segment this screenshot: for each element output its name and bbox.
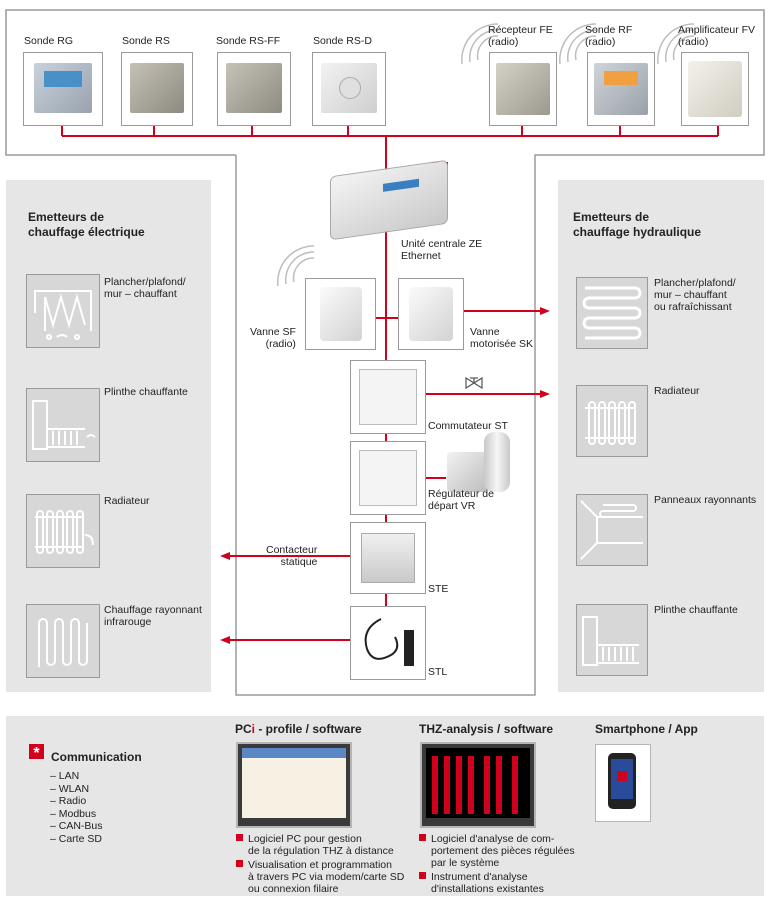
stl-image	[350, 606, 426, 680]
communication-item: – Modbus	[50, 807, 97, 820]
stl-label: STL	[428, 666, 448, 678]
sensor-label-rg: Sonde RG	[24, 35, 74, 47]
right-item-label-1: Plancher/plafond/ mur – chauffant ou raf…	[654, 277, 736, 313]
pci-bullets: Logiciel PC pour gestion de la régulatio…	[236, 833, 411, 897]
smartphone-title: Smartphone / App	[595, 722, 698, 736]
pci-title: PCi - profile / software	[235, 722, 362, 736]
vanne-sf-label: Vanne SF (radio)	[250, 326, 296, 350]
thz-bullet-2: Instrument d'analyse d'installations exi…	[419, 871, 589, 895]
thz-bullet-1: Logiciel d'analyse de com- portement des…	[419, 833, 589, 869]
left-item-label-3: Radiateur	[104, 495, 150, 507]
sensor-label-rsd: Sonde RS-D	[313, 35, 372, 47]
ste-image	[350, 522, 426, 594]
communication-item: – Carte SD	[50, 832, 102, 845]
pci-bullet-2: Visualisation et programmation à travers…	[236, 859, 411, 895]
thz-screenshot	[420, 742, 536, 828]
sensor-fv-image	[681, 52, 749, 126]
central-unit-label: Unité centrale ZE Ethernet	[401, 238, 483, 262]
sensor-rf-image	[587, 52, 655, 126]
hydraulic-baseboard-icon	[576, 604, 648, 676]
left-item-label-1: Plancher/plafond/ mur – chauffant	[104, 276, 186, 300]
commutateur-label: Commutateur ST	[428, 420, 508, 432]
sensor-label-fv: Amplificateur FV (radio)	[678, 24, 756, 48]
vanne-sf-image	[305, 278, 376, 350]
floor-heating-hydraulic-icon	[576, 277, 648, 349]
regulateur-boiler-image	[447, 452, 487, 492]
communication-item: – LAN	[50, 770, 80, 782]
pci-screenshot	[236, 742, 352, 828]
right-item-label-3: Panneaux rayonnants	[654, 494, 757, 506]
sensor-label-rsff: Sonde RS-FF	[216, 35, 281, 47]
infrared-heating-icon	[26, 604, 100, 678]
right-item-label-4: Plinthe chauffante	[654, 604, 738, 616]
sensor-label-rs: Sonde RS	[122, 35, 170, 47]
communication-item: – CAN-Bus	[50, 820, 103, 832]
commutateur-image	[350, 360, 426, 434]
floor-heating-electric-icon	[26, 274, 100, 348]
regulateur-label: Régulateur de départ VR	[428, 488, 494, 512]
communication-title: Communication	[51, 750, 142, 764]
sensor-rsd-image	[312, 52, 386, 126]
sensor-rg-image	[23, 52, 103, 126]
sensor-rs-image	[121, 52, 193, 126]
communication-list: – LAN – WLAN – Radio – Modbus – CAN-Bus …	[50, 770, 103, 845]
sensor-label-fe: Récepteur FE (radio)	[488, 24, 553, 48]
vanne-sk-label: Vanne motorisée SK	[470, 326, 534, 350]
regulateur-tank-image	[484, 432, 510, 492]
right-item-label-2: Radiateur	[654, 385, 700, 397]
left-item-label-4: Chauffage rayonnant infrarouge	[104, 604, 202, 628]
regulateur-image	[350, 441, 426, 515]
left-panel-title: Emetteurs de chauffage électrique	[28, 210, 145, 239]
smartphone-image	[595, 744, 651, 822]
valve-symbol	[465, 376, 483, 390]
left-item-label-2: Plinthe chauffante	[104, 386, 188, 398]
sensor-fe-image	[489, 52, 557, 126]
vanne-sk-image	[398, 278, 464, 350]
electric-radiator-icon	[26, 494, 100, 568]
communication-item: – WLAN	[50, 782, 90, 795]
radiant-panel-icon	[576, 494, 648, 566]
top-frame	[5, 9, 765, 696]
radio-waves	[277, 23, 695, 287]
right-panel-title: Emetteurs de chauffage hydraulique	[573, 210, 702, 239]
contacteur-label: Contacteur statique	[266, 544, 318, 568]
footer-star-icon: *	[29, 744, 44, 762]
sensor-label-rf: Sonde RF (radio)	[585, 24, 633, 48]
pci-bullet-1: Logiciel PC pour gestion de la régulatio…	[236, 833, 411, 857]
thz-bullets: Logiciel d'analyse de com- portement des…	[419, 833, 589, 897]
baseboard-heater-icon	[26, 388, 100, 462]
sensor-rsff-image	[217, 52, 291, 126]
communication-item: – Radio	[50, 795, 87, 807]
thz-title: THZ-analysis / software	[419, 722, 554, 736]
ste-label: STE	[428, 583, 449, 595]
hydraulic-radiator-icon	[576, 385, 648, 457]
